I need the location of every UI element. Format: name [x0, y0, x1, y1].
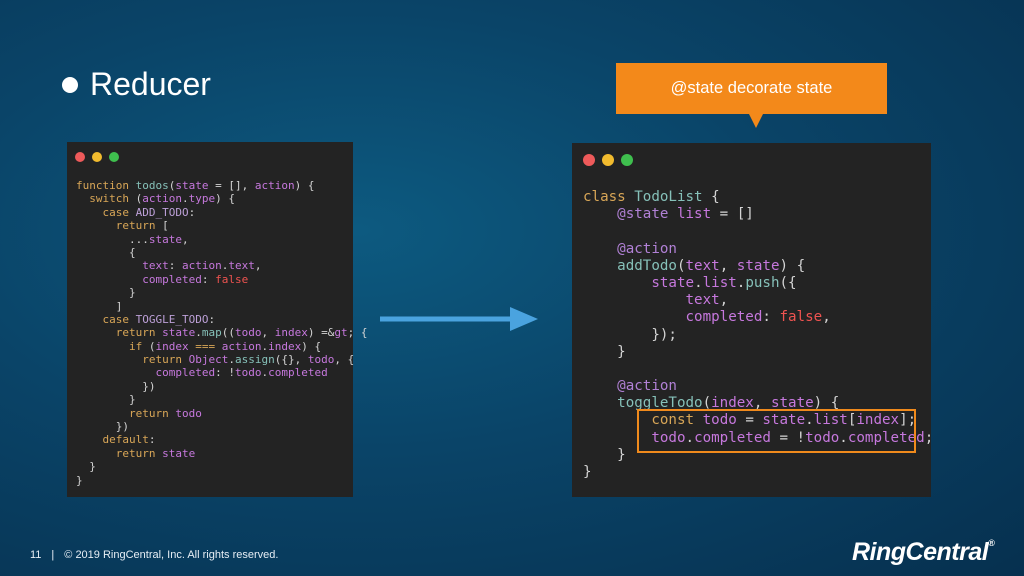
minimize-dot-icon	[92, 152, 102, 162]
class-code-line: }	[583, 343, 626, 360]
redux-code-line: return [	[115, 219, 169, 233]
class-code-line: const todo = state.list[index];	[651, 412, 917, 429]
class-code-line: addTodo(text, state) {	[617, 257, 806, 274]
logo-text: RingCentral	[852, 538, 989, 566]
class-code-line: @action	[617, 240, 677, 257]
title-text: Reducer	[90, 66, 211, 102]
code-block-class: class TodoList { @state list = []​ @acti…	[583, 189, 933, 481]
class-code-line: });	[583, 326, 677, 343]
maximize-dot-icon	[109, 152, 119, 162]
class-code-line: @state list = []	[617, 206, 754, 223]
redux-code-line: completed: false	[142, 272, 249, 286]
redux-code-line: })	[76, 420, 129, 434]
redux-code-line: ...state,	[76, 232, 189, 246]
redux-code-line: default:	[102, 433, 156, 447]
minimize-dot-icon	[602, 154, 614, 166]
class-code-line: class TodoList {	[583, 189, 720, 205]
callout-text: @state decorate state	[670, 79, 833, 97]
close-dot-icon	[583, 154, 595, 166]
class-code-line: state.list.push({	[651, 274, 797, 291]
right-arrow-icon	[380, 307, 538, 331]
redux-code-line: }	[76, 393, 136, 407]
callout-pointer	[749, 114, 763, 128]
code-window-redux: function todos(state = [], action) { swi…	[67, 142, 368, 497]
redux-code-line: }	[76, 460, 96, 474]
redux-code-line: {	[76, 245, 136, 259]
class-code-line: }	[583, 464, 592, 480]
redux-code-line: return todo	[128, 406, 202, 420]
copyright-text: © 2019 RingCentral, Inc. All rights rese…	[64, 549, 279, 561]
redux-code-line: case ADD_TODO:	[102, 205, 196, 219]
redux-code-line: })	[76, 379, 156, 393]
redux-code-line: text: action.text,	[142, 259, 262, 273]
maximize-dot-icon	[621, 154, 633, 166]
redux-code-line: return Object.assign({}, todo, {	[142, 353, 355, 367]
redux-code-line: return state.map((todo, index) =&gt; {	[115, 326, 368, 340]
class-code-line: toggleTodo(index, state) {	[617, 395, 840, 412]
redux-code-line: case TOGGLE_TODO:	[102, 312, 216, 326]
redux-code-line: switch (action.type) {	[89, 192, 235, 206]
close-dot-icon	[75, 152, 85, 162]
class-code-line: ​	[583, 361, 933, 378]
redux-code-line: ]	[76, 299, 123, 313]
logo-mark: ®	[988, 538, 995, 548]
footer-separator: |	[51, 549, 55, 561]
redux-code-line: function todos(state = [], action) {	[76, 179, 315, 192]
slide-title: Reducer	[62, 66, 211, 103]
ringcentral-logo: RingCentral®	[852, 538, 995, 567]
window-controls	[583, 154, 633, 166]
class-code-line: completed: false,	[685, 309, 831, 326]
redux-code-line: }	[76, 286, 136, 300]
code-window-class: class TodoList { @state list = []​ @acti…	[572, 143, 933, 497]
class-code-line: todo.completed = !todo.completed;	[651, 429, 934, 446]
window-controls	[75, 152, 119, 162]
class-code-line: ​	[583, 223, 933, 240]
page-number: 11	[30, 549, 42, 561]
redux-code-line: if (index === action.index) {	[128, 339, 322, 353]
class-code-line: }	[583, 446, 626, 463]
redux-code-line: completed: !todo.completed	[155, 366, 328, 380]
highlight-box	[637, 409, 916, 453]
footer: 11 | © 2019 RingCentral, Inc. All rights r…	[30, 549, 278, 561]
bullet-icon	[62, 76, 78, 93]
redux-code-line: }	[76, 473, 83, 487]
class-code-line: @action	[617, 378, 677, 395]
redux-code-line: return state	[115, 446, 196, 460]
code-block-redux: function todos(state = [], action) { swi…	[76, 179, 368, 487]
class-code-line: text,	[685, 292, 729, 309]
callout-box: @state decorate state	[616, 63, 887, 114]
